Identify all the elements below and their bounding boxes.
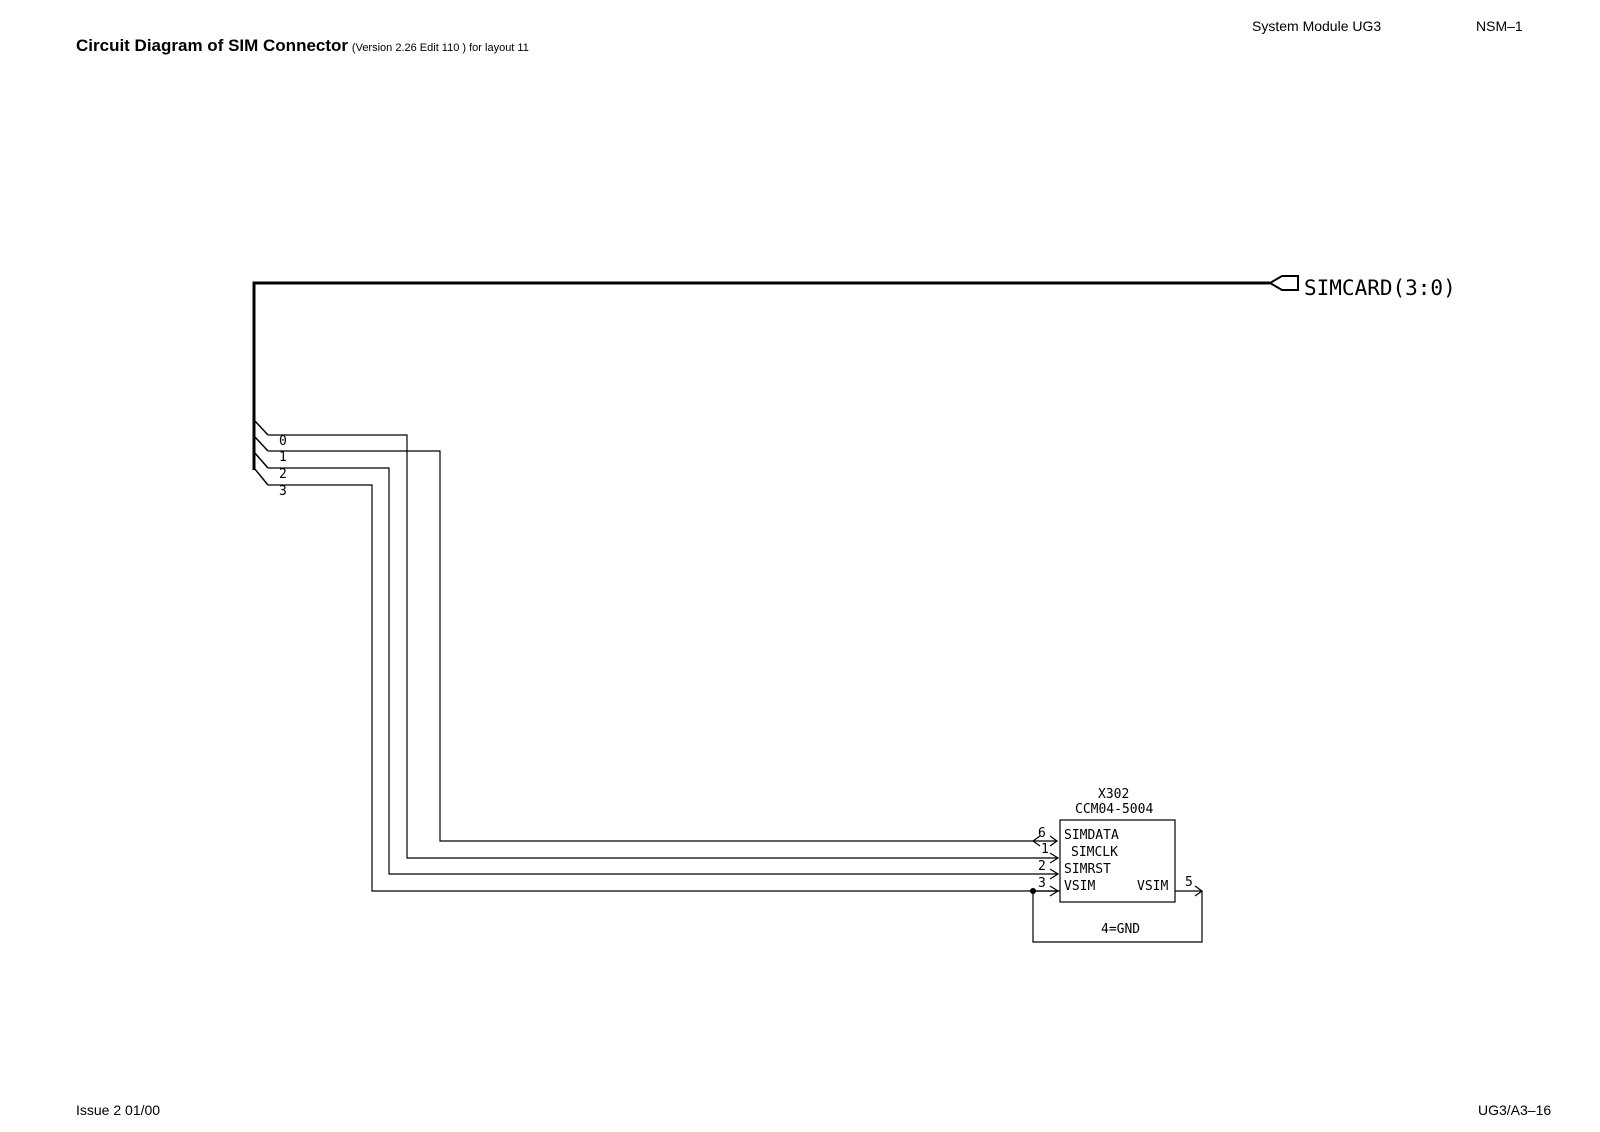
- title-version: (Version 2.26 Edit 110 ) for layout 11: [351, 42, 529, 54]
- bus-tap-label-3: 3: [279, 484, 287, 499]
- pin-name-vsim-out: VSIM: [1137, 879, 1168, 894]
- page-reference: UG3/A3–16: [1478, 1102, 1552, 1118]
- pin-number-2: 2: [1038, 859, 1046, 874]
- pin-number-3: 3: [1038, 876, 1046, 891]
- bus-tap-label-1: 1: [279, 450, 287, 465]
- pin-1-arrow-icon: [1033, 852, 1060, 864]
- pin-name-vsim-in: VSIM: [1064, 879, 1095, 894]
- issue-date: Issue 2 01/00: [76, 1102, 161, 1118]
- bus-tap-3: [253, 467, 269, 486]
- bus-tap-2: [253, 451, 269, 469]
- wire-simrst: [268, 467, 1033, 875]
- pin-name-simclk: SIMCLK: [1071, 845, 1118, 860]
- pin-number-6: 6: [1038, 826, 1046, 841]
- pin-arrows: [1031, 835, 1060, 897]
- pin-6-bidir-arrow-icon: [1031, 835, 1059, 847]
- product-code: NSM–1: [1476, 18, 1523, 34]
- signal-wires: [268, 434, 1060, 892]
- bus-tap-label-2: 2: [279, 467, 287, 482]
- bus-tap-1: [253, 435, 269, 452]
- component-ref: X302: [1098, 787, 1129, 802]
- bus-label: SIMCARD(3:0): [1304, 276, 1456, 300]
- pin-number-5: 5: [1185, 875, 1193, 890]
- pin-name-simdata: SIMDATA: [1064, 828, 1119, 843]
- page-title: Circuit Diagram of SIM Connector (Versio…: [76, 36, 529, 56]
- pin-name-simrst: SIMRST: [1064, 862, 1111, 877]
- pin-number-1: 1: [1041, 842, 1049, 857]
- wire-simdata: [268, 434, 1033, 859]
- module-name: System Module UG3: [1252, 18, 1382, 34]
- bus-tap-0: [253, 419, 269, 436]
- wire-simclk: [268, 450, 1033, 842]
- bus-taps: [253, 419, 269, 486]
- vsim-loop: [1032, 885, 1204, 943]
- pin-3-arrow-icon: [1033, 885, 1060, 897]
- component-part: CCM04-5004: [1075, 802, 1153, 817]
- connector-x302-body: [1059, 819, 1176, 903]
- bus-port-connector-icon: [1268, 275, 1299, 291]
- title-main: Circuit Diagram of SIM Connector: [76, 36, 349, 55]
- wire-vsim: [268, 484, 1060, 892]
- vsim-return-wire: [1032, 891, 1203, 943]
- junction-dot: [1030, 888, 1036, 894]
- simcard-bus: [252, 275, 1299, 470]
- bus-tap-label-0: 0: [279, 434, 287, 449]
- bus-line: [252, 281, 1270, 470]
- pin-2-arrow-icon: [1033, 868, 1060, 880]
- gnd-label: 4=GND: [1101, 922, 1140, 937]
